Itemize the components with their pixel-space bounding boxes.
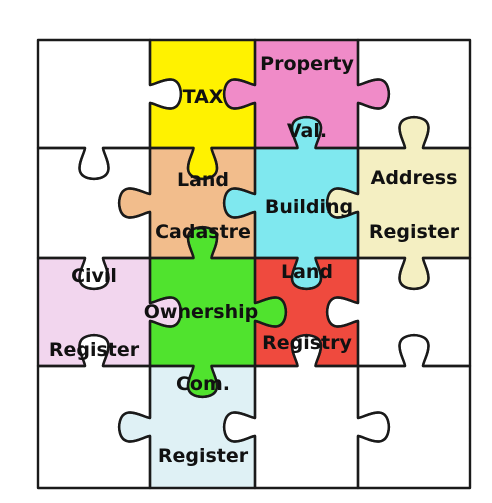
label-company-register-line-2: Register (158, 445, 249, 467)
puzzle-pieces (38, 40, 470, 488)
puzzle-piece-property-valuation (224, 40, 389, 148)
label-civil-register-line-2: Register (49, 339, 140, 361)
label-address-register-line-1: Address (371, 167, 458, 189)
puzzle-outline (36, 38, 472, 490)
puzzle-piece-civil-register (38, 258, 181, 366)
label-building-line-1: Building (265, 196, 353, 218)
puzzle-piece-land-cadastre (119, 148, 255, 258)
label-address-register-line-2: Register (369, 221, 460, 243)
puzzle-cell-outline-r3-c3 (356, 333, 472, 490)
puzzle-piece-tax (150, 40, 255, 179)
label-land-registry-line-1: Land (281, 261, 333, 283)
label-land-registry-line-2: Registry (262, 332, 352, 354)
label-civil-register-line-1: Civil (71, 265, 117, 287)
puzzle-piece-ownership (150, 227, 286, 397)
label-property-valuation-line-2: Val. (287, 120, 327, 142)
label-land-cadastre-line-1: Land (177, 169, 229, 191)
puzzle-piece-address-register (327, 117, 470, 289)
puzzle-piece-land-registry (255, 258, 358, 366)
puzzle-piece-building (224, 117, 358, 289)
puzzle-piece-company-register (119, 366, 255, 488)
label-ownership-line-1: Ownership (144, 301, 258, 323)
piece-labels: TAXPropertyVal.LandCadastreBuildingAddre… (49, 53, 460, 467)
label-land-cadastre-line-2: Cadastre (155, 221, 251, 243)
label-property-valuation-line-1: Property (260, 53, 354, 75)
label-company-register-line-1: Com. (176, 373, 230, 395)
label-tax-line-1: TAX (183, 86, 224, 108)
